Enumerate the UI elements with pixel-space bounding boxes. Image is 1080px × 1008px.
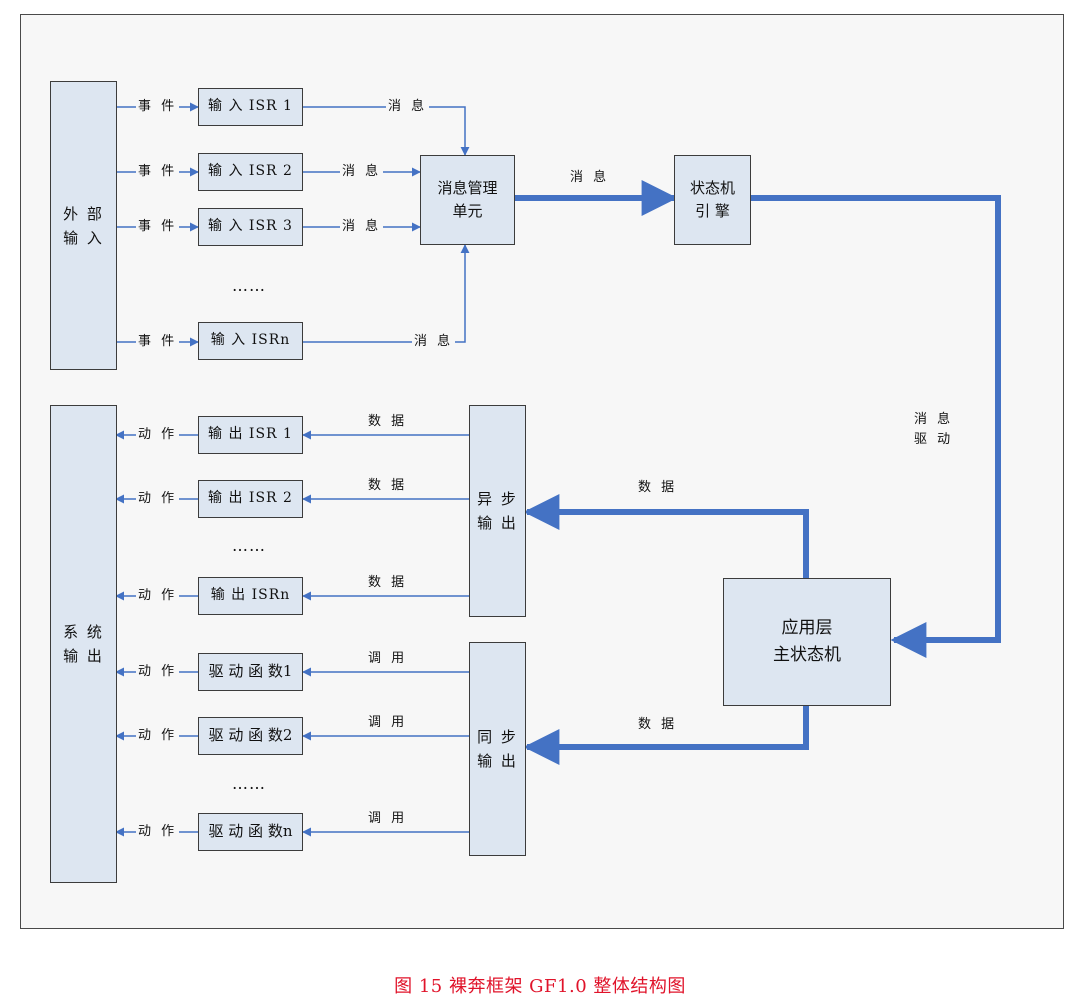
action-label-2: 动 作 xyxy=(136,491,180,507)
diagram-frame xyxy=(20,14,1064,929)
driver-function-1: 驱 动 函 数1 xyxy=(198,653,303,691)
message-label-1: 消 息 xyxy=(386,99,430,115)
event-label-3: 事 件 xyxy=(136,219,180,235)
call-label-1: 调 用 xyxy=(366,651,410,667)
output-ellipsis: …… xyxy=(232,536,266,555)
output-isr-2: 输 出 ISR 2 xyxy=(198,480,303,518)
call-label-3: 调 用 xyxy=(366,811,410,827)
action-label-5: 动 作 xyxy=(136,728,180,744)
figure-caption: 图 15 裸奔框架 GF1.0 整体结构图 xyxy=(394,976,686,997)
message-label-2: 消 息 xyxy=(340,164,384,180)
call-label-2: 调 用 xyxy=(366,715,410,731)
driver-ellipsis: …… xyxy=(232,774,266,793)
input-isr-1: 输 入 ISR 1 xyxy=(198,88,303,126)
input-isr-n: 输 入 ISRn xyxy=(198,322,303,360)
external-input-box: 外 部 输 入 xyxy=(50,81,117,370)
message-drive-flow xyxy=(751,195,1001,658)
message-label-3: 消 息 xyxy=(340,219,384,235)
message-arrow-1 xyxy=(303,106,470,156)
message-manager-box: 消息管理 单元 xyxy=(420,155,515,245)
action-label-6: 动 作 xyxy=(136,824,180,840)
system-output-box: 系 统 输 出 xyxy=(50,405,117,883)
action-label-1: 动 作 xyxy=(136,427,180,443)
driver-function-n: 驱 动 函 数n xyxy=(198,813,303,851)
message-arrow-n xyxy=(303,244,470,343)
app-main-state-machine-box: 应用层 主状态机 xyxy=(723,578,891,706)
event-label-n: 事 件 xyxy=(136,334,180,350)
data-label-3: 数 据 xyxy=(366,575,410,591)
async-output-box: 异 步 输 出 xyxy=(469,405,526,617)
state-machine-engine-box: 状态机 引 擎 xyxy=(674,155,751,245)
driver-function-2: 驱 动 函 数2 xyxy=(198,717,303,755)
message-drive-label: 消 息 驱 动 xyxy=(912,410,956,450)
sync-data-flow xyxy=(523,706,809,765)
action-label-4: 动 作 xyxy=(136,664,180,680)
input-ellipsis: …… xyxy=(232,276,266,295)
sync-data-label: 数 据 xyxy=(636,717,680,733)
message-label-n: 消 息 xyxy=(412,334,456,350)
data-label-2: 数 据 xyxy=(366,478,410,494)
message-label-main: 消 息 xyxy=(568,170,612,186)
async-data-label: 数 据 xyxy=(636,480,680,496)
input-isr-2: 输 入 ISR 2 xyxy=(198,153,303,191)
async-data-flow xyxy=(523,494,809,578)
sync-output-box: 同 步 输 出 xyxy=(469,642,526,856)
output-isr-n: 输 出 ISRn xyxy=(198,577,303,615)
event-label-1: 事 件 xyxy=(136,99,180,115)
output-isr-1: 输 出 ISR 1 xyxy=(198,416,303,454)
input-isr-3: 输 入 ISR 3 xyxy=(198,208,303,246)
event-label-2: 事 件 xyxy=(136,164,180,180)
action-label-3: 动 作 xyxy=(136,588,180,604)
data-label-1: 数 据 xyxy=(366,414,410,430)
